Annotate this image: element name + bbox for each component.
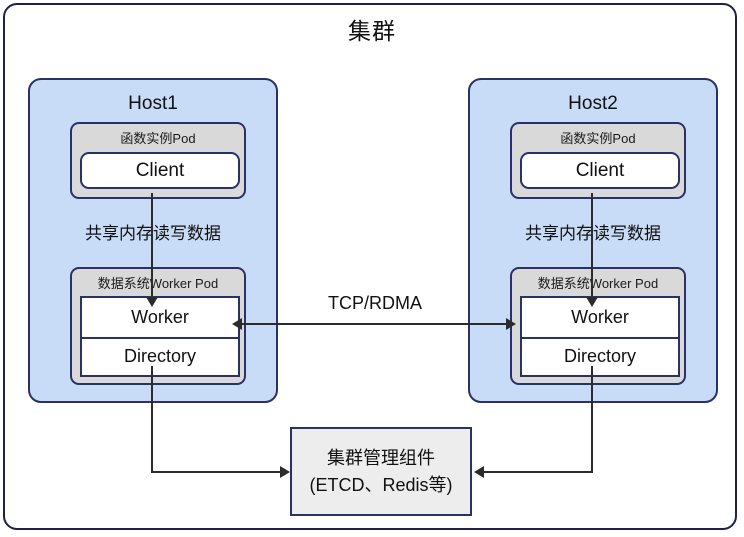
host1-worker-pod: 数据系统Worker Pod Worker Directory — [70, 267, 246, 385]
cluster-management-line1: 集群管理组件 — [327, 447, 435, 468]
host2-title: Host2 — [568, 93, 618, 114]
host1-to-management-line — [151, 471, 282, 473]
host2-function-pod-label: 函数实例Pod — [560, 131, 636, 146]
host1-shared-memory-label: 共享内存读写数据 — [85, 224, 221, 243]
host2-to-management-line — [482, 471, 593, 473]
cluster-management-box: 集群管理组件 (ETCD、Redis等) — [290, 427, 472, 516]
host-box-host1: Host1 函数实例Pod Client 共享内存读写数据 数据系统Worker… — [28, 78, 278, 403]
host1-worker-stack: Worker Directory — [80, 296, 240, 377]
host-box-host2: Host2 函数实例Pod Client 共享内存读写数据 数据系统Worker… — [468, 78, 718, 403]
cluster-title: 集群 — [348, 18, 396, 44]
host1-client-box: Client — [80, 152, 240, 189]
host1-worker-cell: Worker — [131, 306, 189, 327]
host2-to-management-arrowhead — [474, 466, 484, 478]
host1-to-management-arrowhead — [280, 466, 290, 478]
host2-worker-cell: Worker — [571, 306, 629, 327]
host1-client-to-worker-line — [151, 193, 153, 305]
host1-worker-pod-label: 数据系统Worker Pod — [97, 276, 219, 291]
host1-directory-cell: Directory — [82, 336, 238, 376]
host2-worker-stack: Worker Directory — [520, 296, 680, 377]
host2-directory-cell: Directory — [522, 336, 678, 376]
host2-client-to-worker-arrowhead — [586, 297, 598, 307]
host2-function-pod: 函数实例Pod Client — [510, 122, 686, 199]
tcp-rdma-line — [240, 323, 506, 325]
host1-function-pod: 函数实例Pod Client — [70, 122, 246, 199]
tcp-rdma-label: TCP/RDMA — [328, 293, 422, 313]
host2-worker-pod-label: 数据系统Worker Pod — [537, 276, 659, 291]
host1-title: Host1 — [128, 93, 178, 114]
tcp-rdma-arrowhead-left — [232, 318, 242, 330]
host1-client-to-worker-arrowhead — [146, 297, 158, 307]
host2-client-box: Client — [520, 152, 680, 189]
tcp-rdma-arrowhead-right — [506, 318, 516, 330]
host2-shared-memory-label: 共享内存读写数据 — [525, 224, 661, 243]
cluster-management-line2: (ETCD、Redis等) — [309, 474, 453, 495]
host1-function-pod-label: 函数实例Pod — [120, 131, 196, 146]
host1-directory-down-line — [151, 366, 153, 473]
host2-client-to-worker-line — [591, 193, 593, 305]
host2-worker-pod: 数据系统Worker Pod Worker Directory — [510, 267, 686, 385]
host2-directory-down-line — [591, 366, 593, 473]
